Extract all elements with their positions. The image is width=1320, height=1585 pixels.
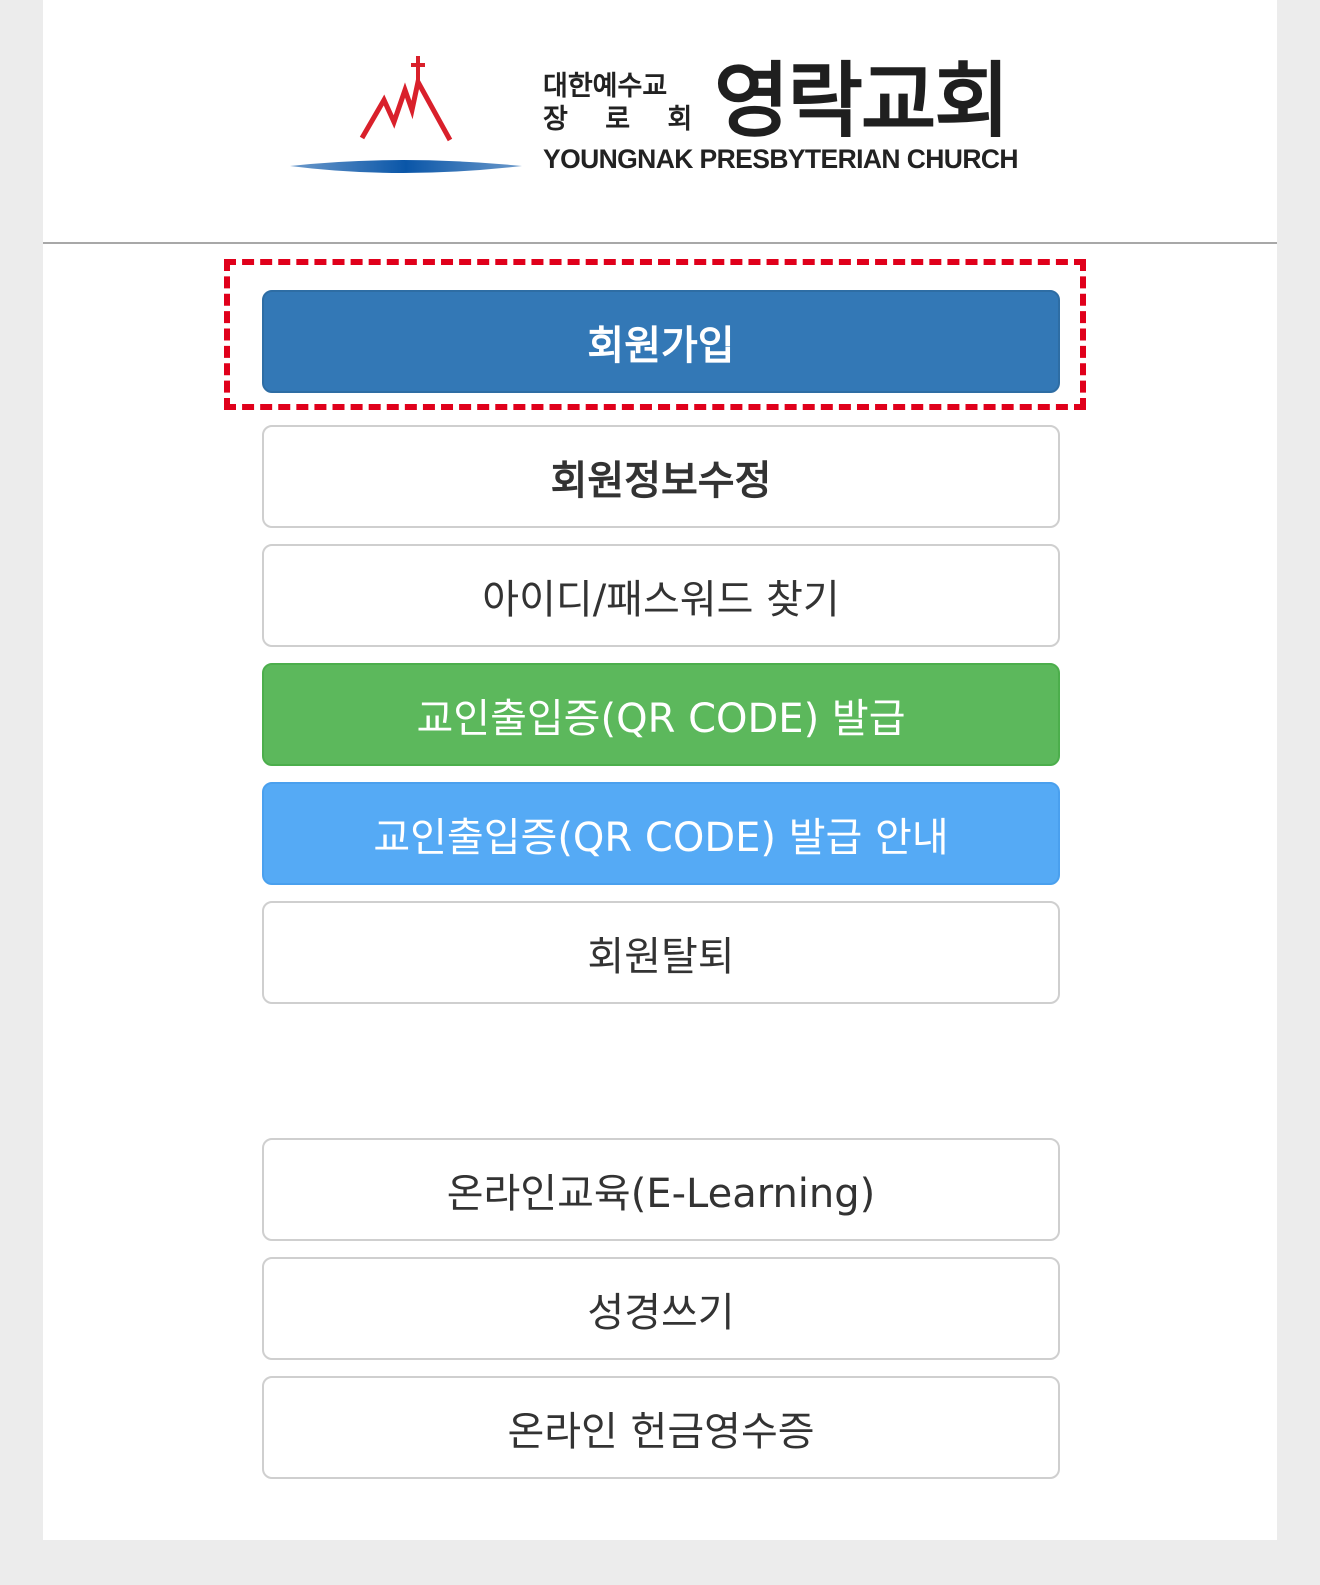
signup-button[interactable]: 회원가입 <box>262 290 1060 393</box>
church-emblem-icon <box>290 56 522 173</box>
denomination-label: 대한예수교 장 로 회 <box>543 70 703 136</box>
online-donation-receipt-button[interactable]: 온라인 헌금영수증 <box>262 1376 1060 1479</box>
signup-highlight-box <box>224 259 1086 410</box>
find-id-password-button[interactable]: 아이디/패스워드 찾기 <box>262 544 1060 647</box>
church-name-en: YOUNGNAK PRESBYTERIAN CHURCH <box>543 144 1019 174</box>
e-learning-button[interactable]: 온라인교육(E-Learning) <box>262 1138 1060 1241</box>
bible-writing-button[interactable]: 성경쓰기 <box>262 1257 1060 1360</box>
issue-qr-pass-button[interactable]: 교인출입증(QR CODE) 발급 <box>262 663 1060 766</box>
qr-pass-guide-button[interactable]: 교인출입증(QR CODE) 발급 안내 <box>262 782 1060 885</box>
denomination-line2: 장 로 회 <box>543 104 707 135</box>
church-logo[interactable]: 대한예수교 장 로 회 영락교회 YOUNGNAK PRESBYTERIAN C… <box>250 48 1040 198</box>
church-name-ko: 영락교회 <box>714 54 1010 149</box>
denomination-line1: 대한예수교 <box>543 71 668 102</box>
withdraw-membership-button[interactable]: 회원탈퇴 <box>262 901 1060 1004</box>
edit-profile-button[interactable]: 회원정보수정 <box>262 425 1060 528</box>
header-divider <box>43 242 1277 244</box>
